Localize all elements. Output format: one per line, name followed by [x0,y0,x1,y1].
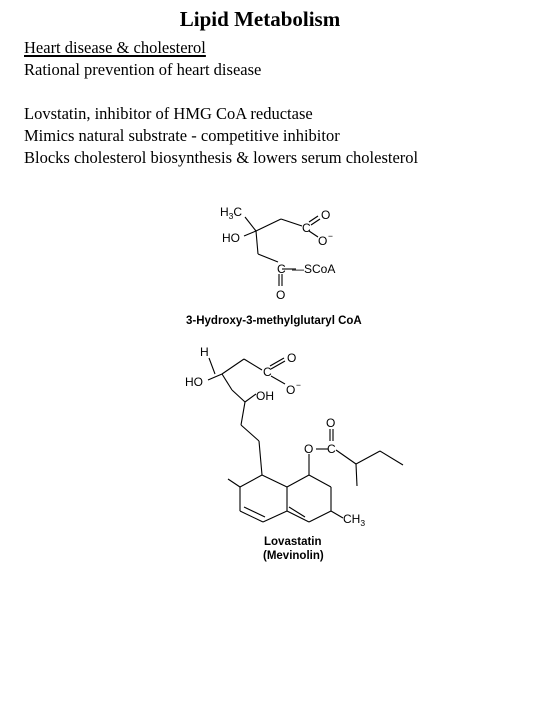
hmg-thioester-c-label: C [277,262,286,276]
lovastatin-caption: Lovastatin [264,536,322,548]
lov-ch3-label: CH3 [343,512,365,528]
hmg-coa-structure: H3C HO C O O − C —SCoA O 3-Hydroxy-3-met… [186,205,362,327]
hmg-scoa-label: —SCoA [292,262,335,276]
lov-negative-charge: − [296,380,301,390]
text-rational-prevention: Rational prevention of heart disease [24,60,262,79]
hmg-thioester-o-label: O [276,288,285,302]
lov-h-label: H [200,345,209,359]
lov-ho-label: HO [185,375,203,389]
hmg-carboxyl-c-label: C [302,221,311,235]
lov-ester-o-label: O [304,442,313,456]
lov-carbonyl-o2-label: O [326,416,335,430]
text-blocks-cholesterol: Blocks cholesterol biosynthesis & lowers… [24,148,419,167]
heading-heart-disease: Heart disease & cholesterol [24,38,206,57]
lov-carboxylate-o-label: O [286,383,295,397]
hmg-coa-caption: 3-Hydroxy-3-methylglutaryl CoA [186,315,362,327]
hmg-carboxylate-o-label: O [318,234,327,248]
text-lovstatin-inhibitor: Lovstatin, inhibitor of HMG CoA reductas… [24,104,313,123]
hmg-ho-label: HO [222,231,240,245]
hmg-negative-charge: − [328,231,333,241]
mevinolin-caption: (Mevinolin) [263,550,324,562]
lov-ester-c-label: C [327,442,336,456]
lov-oh-label: OH [256,389,274,403]
lov-carbonyl-o-label: O [287,351,296,365]
hmg-carbonyl-o-label: O [321,208,330,222]
page-title: Lipid Metabolism [179,7,341,31]
text-mimics-substrate: Mimics natural substrate - competitive i… [24,126,340,145]
hmg-h3c-label: H3C [220,205,242,221]
lovastatin-structure: H HO C O O − OH O C O CH3 Lovastatin (Me… [185,345,404,562]
lov-carboxyl-c-label: C [263,365,272,379]
